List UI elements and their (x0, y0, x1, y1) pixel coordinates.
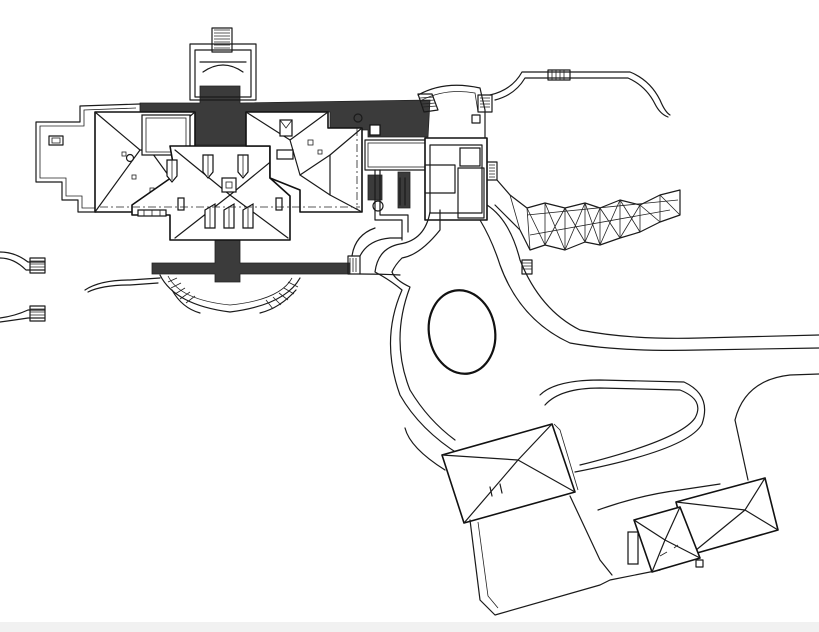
loop-road-east (734, 373, 819, 421)
service-court-inner (477, 521, 499, 609)
northeast-terrace-curve (417, 84, 486, 139)
north-fixture-rect (369, 124, 381, 136)
north-fixture-circle (353, 113, 363, 123)
connector-corridor (364, 139, 431, 241)
east-pavilion (424, 137, 498, 221)
service-court-edge (569, 495, 613, 576)
east-curved-path-outer (486, 204, 819, 339)
east-path-stair (521, 259, 533, 275)
bottom-strip (0, 622, 819, 632)
east-zigzag-wing (494, 179, 681, 251)
oval-pond (427, 289, 497, 375)
guest-cottage (627, 477, 779, 573)
loop-road-outer (544, 387, 699, 466)
west-annex-outline (35, 103, 141, 213)
north-stair-tower (189, 27, 257, 101)
east-curved-path-inner (479, 219, 819, 351)
west-annex-fixture (48, 135, 64, 146)
main-house-east-block (245, 111, 363, 213)
driveway-east-edge (391, 209, 456, 441)
garage-building (441, 423, 579, 524)
entry-steps (347, 227, 403, 276)
service-court-outline (469, 519, 661, 616)
main-house-center-block (131, 145, 291, 241)
northeast-path-stair (547, 69, 571, 81)
south-terrace-stairs (167, 277, 299, 314)
loop-road-east-2 (734, 419, 749, 481)
driveway-hook (404, 427, 446, 471)
loop-road-inner (539, 379, 706, 473)
west-stair-upper (0, 251, 46, 274)
east-fixture-circle (372, 200, 384, 212)
dark-driveway-south (151, 239, 351, 283)
connector-to-cottage (597, 483, 721, 511)
dark-walk-east-2 (397, 171, 411, 209)
northeast-stair (417, 93, 493, 124)
west-stair-lower (0, 305, 46, 323)
northeast-path-upper (489, 71, 671, 116)
southwest-path (84, 277, 161, 293)
west-annex-fixture-inner (51, 137, 61, 144)
south-terrace-arc-inner (167, 275, 293, 306)
driveway-west-edge (374, 211, 461, 456)
west-annex-inner (39, 107, 137, 209)
northeast-path-lower (494, 77, 669, 118)
